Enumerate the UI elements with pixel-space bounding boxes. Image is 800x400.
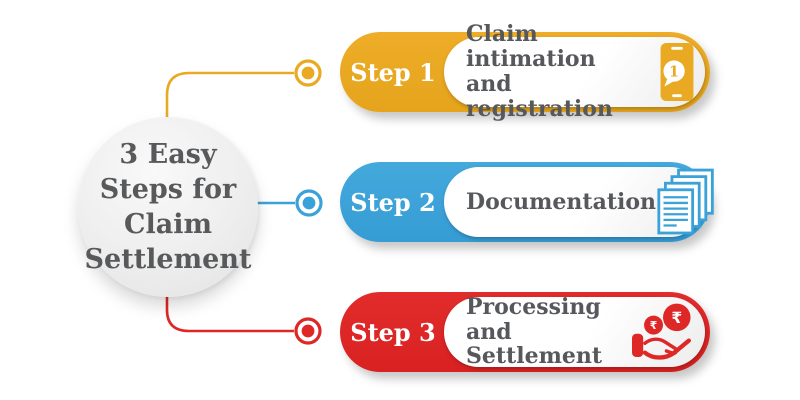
infographic-title: 3 Easy Steps for Claim Settlement xyxy=(84,138,252,276)
rupee-symbol-small: ₹ xyxy=(650,319,657,332)
step-2-text: Documentation xyxy=(466,188,657,215)
step-3-content: Processing and Settlement ₹ ₹ xyxy=(444,293,705,370)
step-1-pill: Step 1 Claim intimation and registration… xyxy=(340,22,710,121)
documents-icon xyxy=(656,167,718,237)
step-1-content: Claim intimation and registration 1 xyxy=(444,22,705,121)
connector-line-step3 xyxy=(165,284,294,333)
connector-dot-step1 xyxy=(301,66,315,80)
rupee-symbol-large: ₹ xyxy=(671,309,682,327)
step-2-label: Step 2 xyxy=(350,187,436,217)
step-3-label: Step 3 xyxy=(350,317,436,347)
connector-dot-step3 xyxy=(301,324,315,338)
step-1-label: Step 1 xyxy=(350,57,436,87)
step-1-text: Claim intimation and registration xyxy=(466,21,613,122)
connector-line-step1 xyxy=(165,71,294,130)
step-2-pill: Step 2 Documentation xyxy=(340,162,714,242)
phone-notification-icon: 1 xyxy=(659,42,695,102)
title-circle: 3 Easy Steps for Claim Settlement xyxy=(78,117,258,297)
step-2-content: Documentation xyxy=(444,167,714,237)
step-3-text: Processing and Settlement xyxy=(466,293,602,370)
connector-dot-step2 xyxy=(302,196,316,210)
rupee-coins-hand-icon: ₹ ₹ xyxy=(631,301,695,363)
notification-badge: 1 xyxy=(669,63,679,80)
step-3-pill: Step 3 Processing and Settlement ₹ ₹ xyxy=(340,292,710,372)
